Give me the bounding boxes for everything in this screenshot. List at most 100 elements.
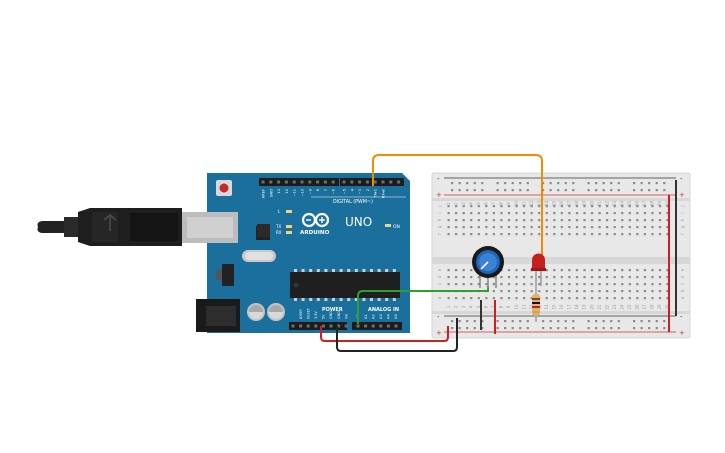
breadboard-hole[interactable]: [643, 205, 646, 208]
breadboard-hole[interactable]: [568, 269, 571, 272]
rail-hole[interactable]: [481, 327, 484, 330]
rail-hole[interactable]: [473, 189, 476, 192]
breadboard-hole[interactable]: [643, 276, 646, 279]
rail-hole[interactable]: [648, 182, 651, 185]
wire-red-5v-to-rail[interactable]: [320, 326, 449, 342]
rail-hole[interactable]: [587, 189, 590, 192]
breadboard-hole[interactable]: [651, 226, 654, 229]
breadboard-hole[interactable]: [470, 212, 473, 215]
breadboard-hole[interactable]: [651, 297, 654, 300]
breadboard-hole[interactable]: [530, 283, 533, 286]
breadboard-hole[interactable]: [636, 290, 639, 293]
digital-pin-hole[interactable]: [381, 180, 385, 184]
rail-hole[interactable]: [549, 327, 552, 330]
rail-hole[interactable]: [648, 327, 651, 330]
breadboard-hole[interactable]: [470, 276, 473, 279]
power-pin-hole[interactable]: [306, 324, 310, 328]
breadboard-hole[interactable]: [538, 226, 541, 229]
breadboard-hole[interactable]: [530, 297, 533, 300]
breadboard-hole[interactable]: [500, 226, 503, 229]
breadboard-hole[interactable]: [523, 219, 526, 222]
digital-pin-hole[interactable]: [342, 180, 346, 184]
breadboard-hole[interactable]: [455, 212, 458, 215]
rail-hole[interactable]: [458, 327, 461, 330]
breadboard-hole[interactable]: [492, 290, 495, 293]
rail-hole[interactable]: [633, 189, 636, 192]
rail-hole[interactable]: [458, 189, 461, 192]
rail-hole[interactable]: [466, 182, 469, 185]
rail-hole[interactable]: [610, 189, 613, 192]
digital-pin-hole[interactable]: [269, 180, 273, 184]
breadboard-hole[interactable]: [462, 283, 465, 286]
breadboard-hole[interactable]: [568, 290, 571, 293]
digital-pin-hole[interactable]: [308, 180, 312, 184]
reset-button-cap[interactable]: [219, 183, 229, 193]
breadboard-hole[interactable]: [553, 276, 556, 279]
breadboard-hole[interactable]: [560, 290, 563, 293]
breadboard-hole[interactable]: [553, 205, 556, 208]
breadboard-hole[interactable]: [485, 205, 488, 208]
breadboard-hole[interactable]: [485, 212, 488, 215]
breadboard-hole[interactable]: [583, 290, 586, 293]
breadboard-hole[interactable]: [590, 226, 594, 229]
breadboard-hole[interactable]: [553, 212, 556, 215]
breadboard-hole[interactable]: [462, 219, 465, 222]
breadboard-hole[interactable]: [470, 205, 473, 208]
analog-pin-hole[interactable]: [386, 324, 390, 328]
breadboard-hole[interactable]: [545, 290, 548, 293]
breadboard-hole[interactable]: [590, 290, 594, 293]
rail-hole[interactable]: [640, 320, 643, 323]
digital-pin-hole[interactable]: [331, 180, 335, 184]
rail-hole[interactable]: [655, 320, 658, 323]
breadboard-hole[interactable]: [658, 212, 662, 215]
breadboard-hole[interactable]: [583, 269, 586, 272]
breadboard-hole[interactable]: [485, 219, 488, 222]
rail-hole[interactable]: [519, 320, 522, 323]
breadboard-hole[interactable]: [477, 205, 480, 208]
breadboard-hole[interactable]: [492, 205, 495, 208]
breadboard-hole[interactable]: [575, 297, 579, 300]
breadboard-hole[interactable]: [523, 276, 526, 279]
power-pin-hole[interactable]: [329, 324, 333, 328]
rail-hole[interactable]: [511, 189, 514, 192]
rail-hole[interactable]: [640, 327, 643, 330]
breadboard-hole[interactable]: [590, 283, 594, 286]
breadboard-hole[interactable]: [666, 219, 669, 222]
breadboard-hole[interactable]: [598, 276, 601, 279]
breadboard-hole[interactable]: [492, 283, 495, 286]
breadboard-hole[interactable]: [636, 297, 639, 300]
breadboard-hole[interactable]: [507, 219, 511, 222]
digital-pin-hole[interactable]: [284, 180, 288, 184]
breadboard-hole[interactable]: [636, 269, 639, 272]
analog-pin-hole[interactable]: [394, 324, 398, 328]
breadboard-hole[interactable]: [568, 205, 571, 208]
breadboard-hole[interactable]: [658, 297, 662, 300]
breadboard-hole[interactable]: [643, 233, 646, 236]
breadboard-hole[interactable]: [553, 219, 556, 222]
breadboard-hole[interactable]: [515, 212, 518, 215]
breadboard-hole[interactable]: [523, 269, 526, 272]
breadboard-hole[interactable]: [666, 205, 669, 208]
rail-hole[interactable]: [473, 182, 476, 185]
digital-pin-hole[interactable]: [277, 180, 281, 184]
breadboard-hole[interactable]: [477, 219, 480, 222]
breadboard-hole[interactable]: [553, 233, 556, 236]
digital-pin-hole[interactable]: [292, 180, 296, 184]
rail-hole[interactable]: [526, 320, 529, 323]
breadboard-hole[interactable]: [462, 276, 465, 279]
breadboard-hole[interactable]: [560, 233, 563, 236]
breadboard-hole[interactable]: [477, 212, 480, 215]
breadboard-hole[interactable]: [606, 212, 609, 215]
breadboard-hole[interactable]: [658, 290, 662, 293]
rail-hole[interactable]: [557, 189, 560, 192]
breadboard-hole[interactable]: [643, 269, 646, 272]
rail-hole[interactable]: [511, 320, 514, 323]
rail-hole[interactable]: [519, 327, 522, 330]
breadboard-hole[interactable]: [651, 219, 654, 222]
breadboard-hole[interactable]: [613, 212, 616, 215]
breadboard-hole[interactable]: [507, 297, 511, 300]
breadboard-hole[interactable]: [568, 212, 571, 215]
breadboard-hole[interactable]: [628, 212, 631, 215]
breadboard-hole[interactable]: [658, 219, 662, 222]
breadboard-hole[interactable]: [447, 297, 450, 300]
